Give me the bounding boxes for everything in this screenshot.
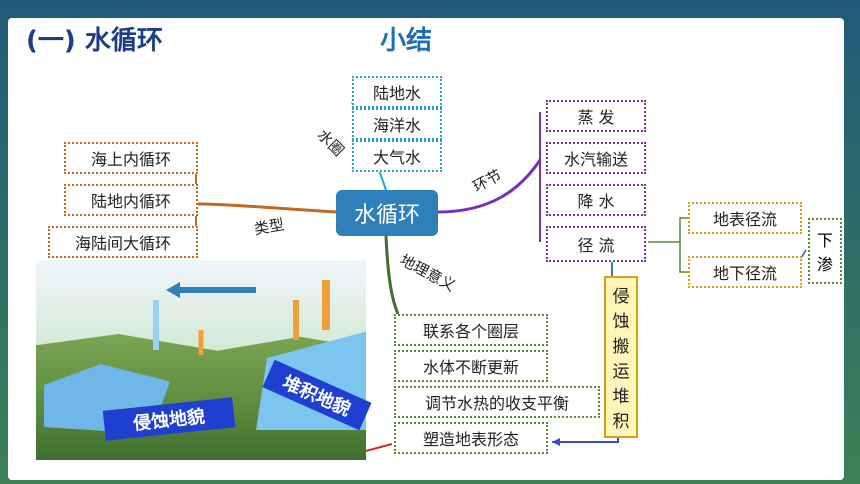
type-sea-land: 海陆间大循环 [48, 226, 198, 258]
water-body-ocean: 海洋水 [352, 108, 442, 140]
type-land: 陆地内循环 [64, 184, 198, 216]
gold-char-2: 蚀 [612, 312, 630, 332]
summary-title: 小结 [380, 26, 433, 56]
gold-char-1: 侵 [612, 287, 630, 307]
type-sea: 海上内循环 [64, 142, 198, 174]
gold-char-4: 运 [612, 362, 630, 382]
link-evaporation: 蒸 发 [546, 100, 646, 132]
gold-char-5: 堆 [612, 387, 630, 407]
link-vapor-transport: 水汽输送 [546, 142, 646, 174]
link-precipitation: 降 水 [546, 184, 646, 216]
water-body-atmosphere: 大气水 [352, 140, 442, 172]
runoff-surface: 地表径流 [688, 202, 802, 234]
meaning-shape-surface: 塑造地表形态 [394, 422, 548, 454]
gold-char-6: 积 [612, 412, 630, 432]
water-cycle-node: 水循环 [336, 190, 438, 236]
gold-char-3: 搬 [612, 337, 630, 357]
meaning-renew-water: 水体不断更新 [394, 350, 548, 382]
water-body-land: 陆地水 [352, 76, 442, 108]
seepage-vertical: 下 渗 [808, 218, 842, 284]
meaning-balance-heat: 调节水热的收支平衡 [394, 386, 600, 418]
illustration-arrows [153, 280, 330, 355]
link-runoff: 径 流 [546, 226, 646, 262]
runoff-underground: 地下径流 [688, 256, 802, 288]
erosion-process-vertical: 侵 蚀 搬 运 堆 积 [604, 276, 638, 438]
meaning-link-spheres: 联系各个圈层 [394, 314, 548, 346]
section-title: (一) 水循环 [26, 26, 163, 56]
seepage-char-1: 下 [816, 231, 833, 250]
seepage-char-2: 渗 [816, 255, 833, 274]
